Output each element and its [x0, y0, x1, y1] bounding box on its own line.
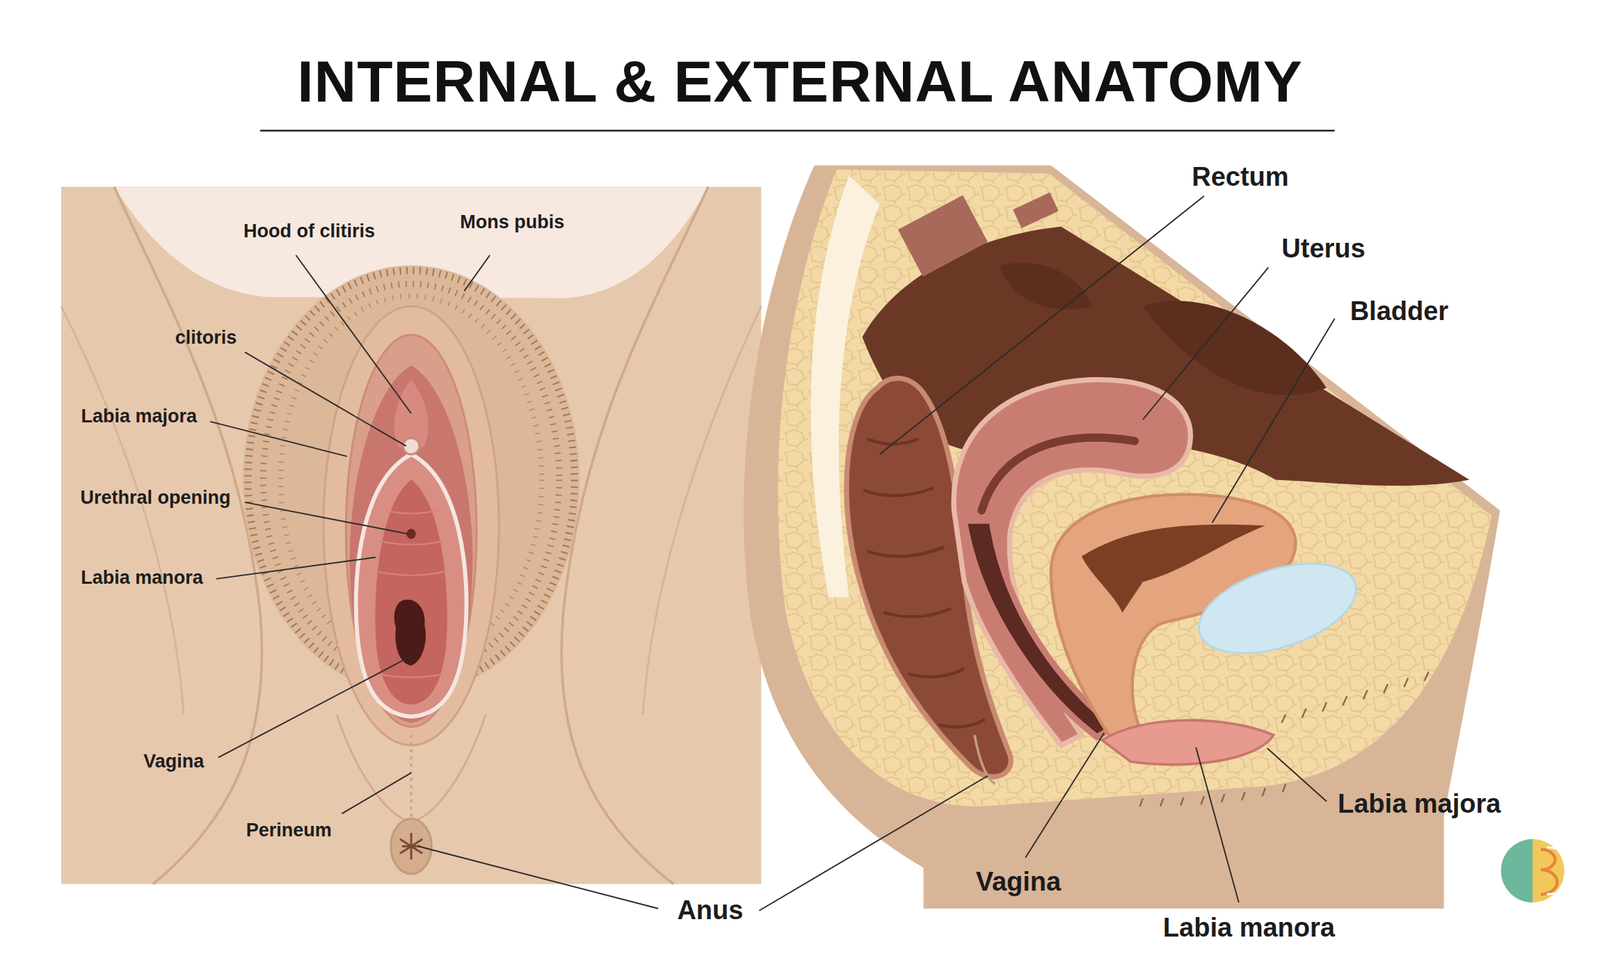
diagram-title: INTERNAL & EXTERNAL ANATOMY: [297, 49, 1303, 114]
part-label: Urethral opening: [80, 486, 231, 509]
logo-mark: [1501, 838, 1576, 903]
title-underline: [260, 130, 1335, 132]
part-label: Uterus: [1281, 233, 1365, 265]
part-label: Labia manora: [1163, 912, 1335, 944]
part-label: Vagina: [143, 750, 204, 773]
part-label: Labia majora: [81, 405, 198, 428]
part-label: Bladder: [1350, 296, 1449, 327]
part-label: Vagina: [976, 866, 1062, 898]
part-label: Labia manora: [80, 566, 204, 589]
part-label: clitoris: [175, 326, 238, 349]
part-label: Labia majora: [1337, 788, 1501, 820]
part-label: Anus: [676, 895, 743, 926]
part-label: Perineum: [246, 819, 332, 842]
part-label: Mons pubis: [459, 211, 565, 234]
leader-lines: [210, 196, 1335, 911]
part-label: Hood of clitiris: [243, 220, 375, 243]
part-label: Rectum: [1191, 162, 1289, 193]
external-view: [61, 186, 762, 884]
